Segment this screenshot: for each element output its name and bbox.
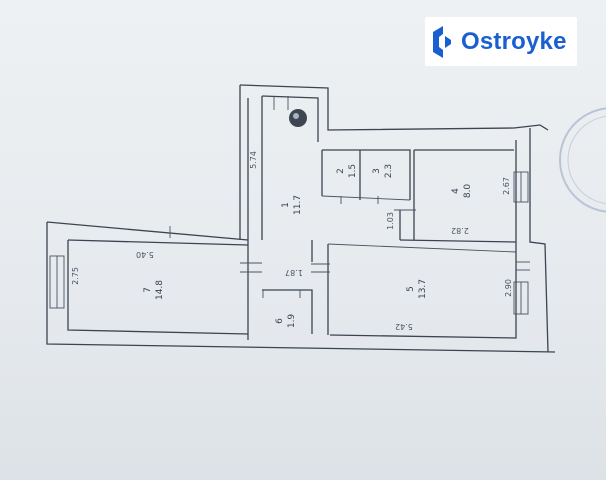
dim-room4-width: 2.67: [502, 177, 511, 195]
outer-wall-right: [529, 128, 549, 353]
svg-text:6: 6: [275, 318, 285, 324]
room-1-label: 1 11.7: [281, 195, 303, 215]
wall-room5-top: [327, 243, 517, 253]
room-6-label: 6 1.9: [275, 314, 297, 329]
ostroyke-logo-icon: [433, 25, 451, 58]
svg-text:4: 4: [451, 188, 461, 194]
dim-room7-width: 2.75: [71, 267, 80, 285]
room-3-label: 3 2.3: [372, 164, 394, 178]
dim-passage-width: 1.03: [386, 212, 395, 230]
outer-wall-bottom: [46, 222, 556, 353]
ostroyke-logo[interactable]: Ostroyke: [425, 17, 577, 66]
svg-text:2: 2: [336, 168, 346, 174]
svg-text:1.5: 1.5: [348, 164, 358, 178]
ostroyke-logo-text: Ostroyke: [461, 27, 567, 55]
svg-text:13.7: 13.7: [418, 279, 428, 299]
svg-text:5: 5: [406, 286, 416, 292]
wall-room7-top-inner: [67, 239, 249, 246]
wall-room6: [262, 289, 313, 334]
svg-text:1: 1: [281, 202, 291, 208]
wall-corridor-top-inner: [261, 95, 319, 142]
wall-room5-left: [311, 240, 329, 335]
svg-text:8.0: 8.0: [463, 184, 473, 199]
dim-hall-width: 1.87: [285, 268, 303, 277]
svg-text:7: 7: [143, 287, 153, 293]
stamp-mark: [559, 107, 606, 213]
stamp-mark-inner: [567, 115, 606, 205]
wall-bathroom-top: [322, 149, 411, 200]
wall-room7-inner: [67, 240, 249, 335]
wall-bathroom-bottom: [321, 195, 411, 201]
svg-text:14.8: 14.8: [155, 280, 165, 300]
room-4-label: 4 8.0: [451, 184, 473, 199]
stove-symbol-highlight: [293, 113, 299, 119]
dim-room4-length: 2.82: [451, 226, 469, 235]
svg-text:2.3: 2.3: [384, 164, 394, 178]
wall-right-inner: [329, 140, 517, 339]
room-2-label: 2 1.5: [336, 164, 358, 178]
dim-corridor-length: 5.74: [249, 151, 258, 169]
dim-room5-length: 5.42: [395, 322, 413, 331]
dim-room7-length: 5.40: [136, 250, 154, 259]
room-5-label: 5 13.7: [406, 279, 428, 299]
room-7-label: 7 14.8: [143, 280, 165, 300]
outer-wall-top: [239, 84, 549, 131]
svg-text:3: 3: [372, 168, 382, 174]
svg-text:11.7: 11.7: [293, 195, 303, 215]
svg-text:1.9: 1.9: [287, 314, 297, 329]
wall-room4-bottom: [399, 239, 517, 243]
dim-room5-width: 2.90: [504, 279, 513, 297]
wall-room7-top: [46, 221, 249, 241]
